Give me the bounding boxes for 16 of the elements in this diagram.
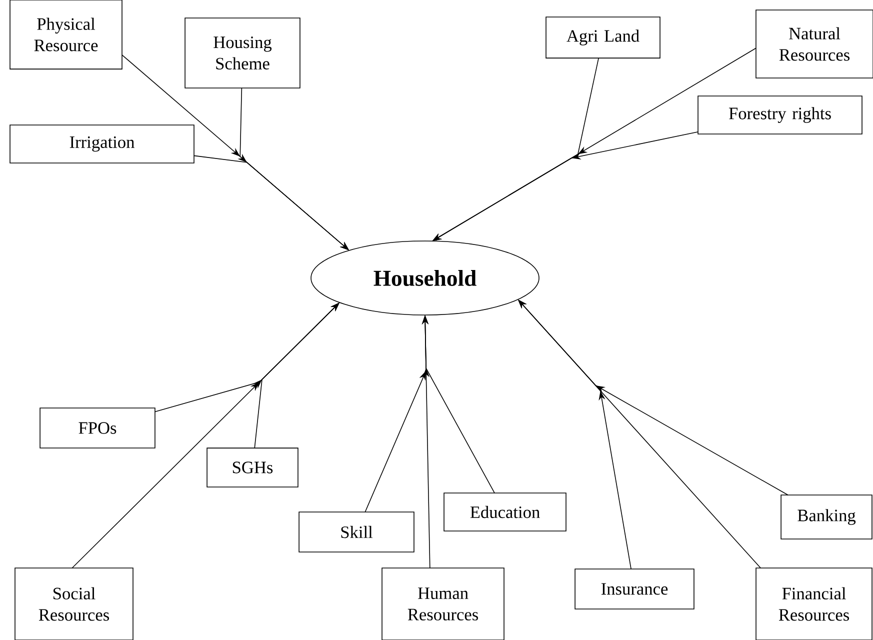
text-box: Insurance (574, 568, 694, 610)
ellipse-node: Household (310, 240, 540, 316)
text-box: Social Resources (14, 568, 134, 640)
text-box: Skill (298, 512, 414, 552)
text-box: Natural Resources (756, 10, 873, 78)
text-box: Agri Land (546, 16, 660, 58)
text-box: Banking (780, 494, 872, 540)
text-box: Physical Resource (10, 0, 122, 70)
text-box: Education (444, 492, 566, 532)
text-box: Forestry rights (698, 96, 862, 134)
text-box: FPOs (40, 408, 156, 448)
text-box: Financial Resources (756, 568, 872, 640)
text-box: Housing Scheme (184, 18, 300, 88)
text-box: SGHs (206, 448, 298, 488)
text-box: Human Resources (382, 568, 504, 640)
text-box: Irrigation (10, 124, 194, 164)
